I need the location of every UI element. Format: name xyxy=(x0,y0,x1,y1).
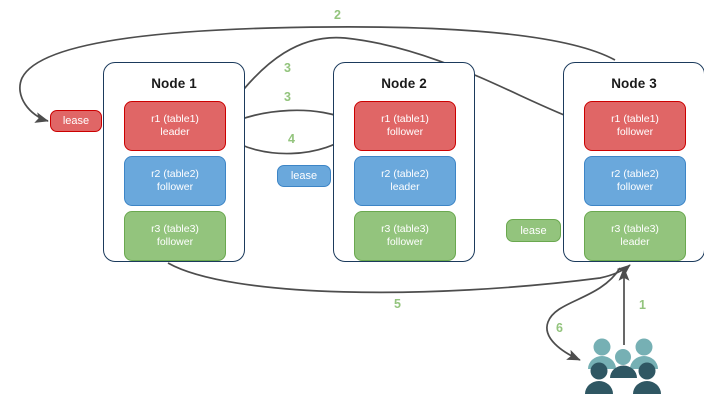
node-2-replica-r3[interactable]: r3 (table3) follower xyxy=(354,211,456,261)
replica-role: follower xyxy=(616,181,654,193)
replica-role: follower xyxy=(386,126,424,138)
lease-badge-table3[interactable]: lease xyxy=(506,219,561,242)
replica-name: r2 (table2) xyxy=(381,167,429,180)
step-label-1: 1 xyxy=(639,298,646,312)
replica-role: leader xyxy=(620,236,650,248)
replica-role: follower xyxy=(616,126,654,138)
node-1[interactable]: Node 1 r1 (table1) leader r2 (table2) fo… xyxy=(103,62,245,262)
node-2-replica-r2[interactable]: r2 (table2) leader xyxy=(354,156,456,206)
step-label-2: 2 xyxy=(334,8,341,22)
people-icon xyxy=(584,335,664,397)
node-2[interactable]: Node 2 r1 (table1) follower r2 (table2) … xyxy=(333,62,475,262)
replica-role: follower xyxy=(156,181,194,193)
node-3-replica-r1[interactable]: r1 (table1) follower xyxy=(584,101,686,151)
replica-role: leader xyxy=(160,126,190,138)
node-2-replica-r1[interactable]: r1 (table1) follower xyxy=(354,101,456,151)
node-3[interactable]: Node 3 r1 (table1) follower r2 (table2) … xyxy=(563,62,704,262)
node-1-title: Node 1 xyxy=(151,76,197,91)
replica-role: follower xyxy=(386,236,424,248)
step-label-5: 5 xyxy=(394,297,401,311)
replica-name: r3 (table3) xyxy=(151,222,199,235)
people-icon-svg xyxy=(585,338,661,394)
step-label-3-lower: 3 xyxy=(284,90,291,104)
lease-badge-table2[interactable]: lease xyxy=(277,165,331,187)
replica-name: r3 (table3) xyxy=(381,222,429,235)
node-3-title: Node 3 xyxy=(611,76,657,91)
node-2-title: Node 2 xyxy=(381,76,427,91)
node-3-replica-r3[interactable]: r3 (table3) leader xyxy=(584,211,686,261)
lease-badge-table1[interactable]: lease xyxy=(50,110,102,132)
node-3-replica-r2[interactable]: r2 (table2) follower xyxy=(584,156,686,206)
node-1-replica-r3[interactable]: r3 (table3) follower xyxy=(124,211,226,261)
step-label-4: 4 xyxy=(288,132,295,146)
node-1-replica-r2[interactable]: r2 (table2) follower xyxy=(124,156,226,206)
step-label-6: 6 xyxy=(556,321,563,335)
replica-name: r1 (table1) xyxy=(151,112,199,125)
replica-name: r3 (table3) xyxy=(611,222,659,235)
replica-name: r2 (table2) xyxy=(151,167,199,180)
replica-role: leader xyxy=(390,181,420,193)
replica-name: r1 (table1) xyxy=(611,112,659,125)
replica-name: r2 (table2) xyxy=(611,167,659,180)
edge-step-5 xyxy=(167,262,631,294)
replica-name: r1 (table1) xyxy=(381,112,429,125)
replica-role: follower xyxy=(156,236,194,248)
node-1-replica-r1[interactable]: r1 (table1) leader xyxy=(124,101,226,151)
step-label-3-upper: 3 xyxy=(284,61,291,75)
